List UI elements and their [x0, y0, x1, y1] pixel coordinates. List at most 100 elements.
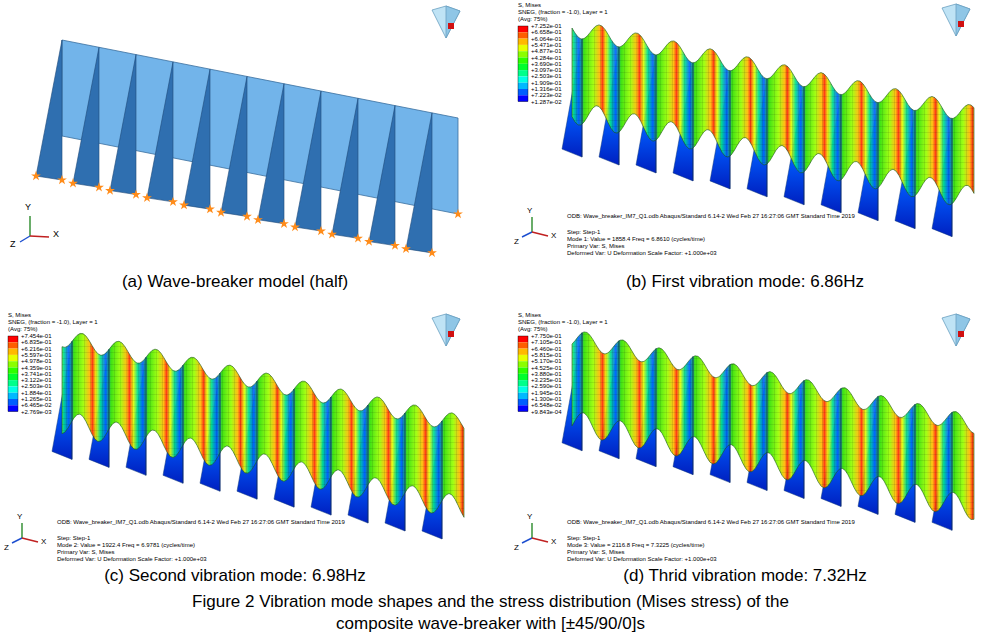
boundary-marker — [290, 222, 300, 231]
orientation-face — [432, 314, 460, 346]
legend-value: +6.835e-01 — [21, 339, 52, 346]
stiffener-fin — [36, 40, 62, 180]
legend-value: +5.815e-01 — [531, 352, 562, 359]
legend-value: +5.170e-01 — [531, 358, 562, 365]
mode-shape-plot — [8, 314, 464, 543]
info-text: ODB: Wave_breaker_IM7_Q1.odb Abaqus/Stan… — [567, 213, 855, 220]
axis-label: Z — [514, 238, 519, 247]
legend-header: S, Mises — [518, 2, 541, 9]
legend-value: +4.525e-01 — [531, 365, 562, 372]
legend-band — [518, 32, 528, 38]
orientation-icon — [432, 314, 460, 346]
info-text: Deformed Var: U Deformation Scale Factor… — [567, 250, 717, 257]
fin-edge — [915, 111, 916, 229]
legend-band — [8, 342, 18, 348]
legend-value: +6.658e-01 — [531, 29, 562, 36]
info-text: Step: Step-1 — [57, 535, 90, 542]
legend-value: +1.316e-01 — [531, 86, 562, 93]
legend-band — [518, 95, 528, 101]
boundary-marker — [179, 200, 189, 209]
fin-edge — [693, 357, 694, 475]
orientation-face — [432, 6, 460, 38]
stiffener-fin — [369, 106, 395, 246]
legend-value: +6.465e-02 — [21, 402, 52, 409]
axis-x — [532, 232, 548, 236]
stiffener-fin — [110, 55, 136, 195]
boundary-marker — [390, 240, 400, 249]
boundary-marker — [105, 185, 115, 194]
info-text: Step: Step-1 — [567, 535, 600, 542]
legend-value: +7.105e-01 — [531, 339, 562, 346]
orientation-face — [446, 314, 460, 346]
wave-breaker-model — [20, 6, 463, 257]
legend-value: +7.252e-01 — [531, 23, 562, 30]
orientation-icon — [942, 4, 970, 36]
boundary-marker — [401, 244, 411, 253]
boundary-marker — [31, 171, 41, 180]
fin-edge — [183, 365, 184, 483]
subfigure-caption: (c) Second vibration mode: 6.98Hz — [104, 567, 366, 586]
legend-band — [518, 336, 528, 342]
fin-edge — [878, 396, 879, 514]
fin-edge — [146, 357, 147, 475]
fin-edge — [220, 373, 221, 491]
boundary-marker — [57, 175, 67, 184]
info-text: ODB: Wave_breaker_IM7_Q1.odb Abaqus/Stan… — [57, 519, 345, 526]
fe-mesh — [572, 25, 974, 205]
legend-band — [518, 58, 528, 64]
legend-value: +4.877e-01 — [531, 48, 562, 55]
legend-band — [8, 361, 18, 367]
orientation-icon — [432, 6, 460, 38]
legend-band — [8, 368, 18, 374]
axis-label: Y — [527, 513, 532, 522]
fin-edge — [109, 349, 110, 467]
legend-band — [518, 83, 528, 89]
boundary-marker — [253, 215, 263, 224]
mode-shape-plot — [518, 4, 974, 237]
legend-band — [518, 76, 528, 82]
boundary-marker — [205, 204, 215, 213]
axis-triad — [522, 523, 548, 543]
legend-value: +7.454e-01 — [21, 333, 52, 340]
legend-band — [518, 386, 528, 392]
boundary-marker — [316, 226, 326, 235]
legend-value: +5.471e-01 — [531, 42, 562, 49]
info-text: Deformed Var: U Deformation Scale Factor… — [57, 556, 207, 563]
info-text: Primary Var: S, Mises — [567, 243, 625, 250]
legend-band — [8, 336, 18, 342]
fin-edge — [878, 103, 879, 221]
fin-edge — [619, 47, 620, 165]
legend-value: +9.843e-04 — [531, 409, 562, 416]
info-text: Mode 2: Value = 1922.4 Freq = 6.9781 (cy… — [57, 542, 195, 549]
fin-edge — [841, 388, 842, 506]
legend-value: +7.223e-02 — [531, 92, 562, 99]
boundary-marker — [68, 178, 78, 187]
fin-edge — [582, 39, 583, 157]
legend-band — [518, 89, 528, 95]
fin-edge — [841, 95, 842, 213]
axis-z — [12, 538, 22, 543]
legend-band — [518, 70, 528, 76]
info-text: Primary Var: S, Mises — [57, 549, 115, 556]
legend-value: +6.548e-02 — [531, 402, 562, 409]
fin-edge — [294, 389, 295, 507]
legend-header: S, Mises — [8, 312, 31, 319]
fe-mesh — [572, 332, 974, 520]
axis-label: Z — [4, 544, 9, 553]
legend-band — [518, 64, 528, 70]
fin-edge — [767, 373, 768, 491]
legend-value: +2.503e-01 — [21, 383, 52, 390]
legend-value: +1.945e-01 — [531, 390, 562, 397]
boundary-marker — [353, 233, 363, 242]
legend-band — [8, 399, 18, 405]
stiffener-fin — [147, 62, 173, 202]
axis-z — [522, 538, 532, 543]
subfigure-caption: (b) First vibration mode: 6.86Hz — [626, 273, 864, 292]
fin-edge — [405, 413, 406, 531]
axis-x — [532, 538, 548, 542]
orientation-face — [956, 4, 970, 36]
fin-edge — [952, 119, 953, 237]
axis-y — [21, 523, 22, 538]
legend-band — [518, 405, 528, 411]
axis-label: X — [53, 230, 59, 240]
